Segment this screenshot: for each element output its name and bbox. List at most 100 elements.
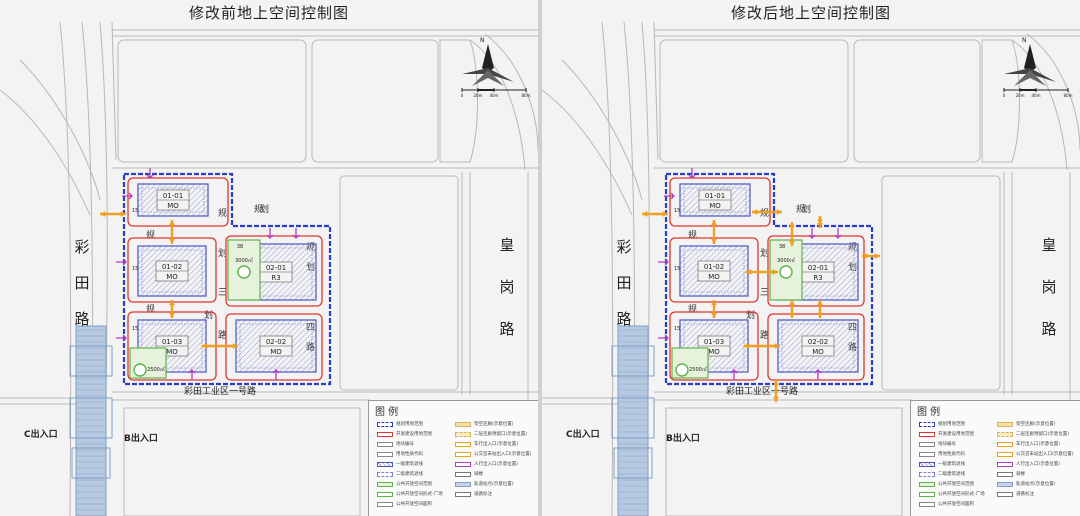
site-boundary-development	[127, 177, 229, 227]
road-label-guihua: 规	[796, 204, 805, 215]
legend-item: 地块编号	[377, 441, 414, 447]
north-arrow-icon	[472, 70, 504, 86]
parcel-use: MO	[708, 273, 720, 281]
pedestrian-entry-arrow	[292, 228, 300, 239]
legend-swatch	[997, 471, 1013, 477]
parcel-use: MO	[166, 273, 178, 281]
legend-item: 开发建设用地范围	[919, 431, 974, 437]
legend-item: 骑楼	[455, 471, 483, 477]
legend-item: 人行出入口(示意位置)	[997, 461, 1060, 467]
legend-label: 道路标注	[474, 492, 492, 497]
legend-item: 骑楼	[997, 471, 1025, 477]
legend-label: 开发建设用地范围	[938, 432, 974, 437]
skybridge-arrowhead	[120, 211, 126, 217]
legend-swatch	[377, 481, 393, 487]
road-label-caitian: 彩	[74, 238, 89, 256]
skybridge-arrowhead	[789, 240, 795, 246]
legend-item: 车行出入口(示意位置)	[455, 441, 518, 447]
skybridge-arrowhead	[711, 312, 717, 318]
legend-item: 公共开放空间形式-广场	[919, 491, 985, 497]
pedestrian-entry-arrow	[658, 258, 669, 266]
rail-corridor	[75, 325, 107, 516]
skybridge-arrowhead	[169, 312, 175, 318]
road-label-bottom: 彩田工业区一号路	[184, 385, 256, 397]
legend-swatch	[455, 451, 471, 457]
north-label: N	[1022, 37, 1027, 44]
open-space-area-label: 3000㎡	[777, 257, 795, 264]
block-outline	[339, 175, 459, 391]
legend-swatch	[455, 461, 471, 467]
pedestrian-entry-arrow	[188, 369, 196, 380]
parcel-use: MO	[167, 202, 179, 210]
skybridge-arrowhead	[789, 222, 795, 228]
road-label-caitian: 田	[74, 274, 89, 292]
pedestrian-entry-arrow	[272, 369, 280, 380]
legend-label: 车行出入口(示意位置)	[474, 442, 519, 447]
skybridge-arrowhead	[169, 300, 175, 306]
legend-swatch	[377, 491, 393, 497]
legend-label: 公交首末站出入口(示意位置)	[474, 452, 532, 457]
skybridge-arrowhead	[100, 211, 106, 217]
legend-item: 架空连廊(示意位置)	[997, 421, 1056, 427]
site-boundary-development	[225, 235, 323, 307]
legend-item: 地块编号	[919, 441, 956, 447]
road-label-huanggang: 皇	[499, 236, 514, 254]
skybridge-arrowhead	[169, 220, 175, 226]
site-boundary-planning	[664, 172, 874, 386]
legend-item: 开发建设用地范围	[377, 431, 432, 437]
road-label-guihua: 划	[802, 203, 811, 215]
rail-station	[69, 345, 113, 377]
road-label-caitian: 彩	[616, 238, 631, 256]
parcel-use: MO	[709, 202, 721, 210]
rail-corridor	[617, 325, 649, 516]
legend-label: 用地性质代码	[938, 452, 965, 457]
parcel-use: R3	[813, 274, 822, 282]
legend-label: 公共开放空间面积	[938, 502, 974, 507]
parcel-id: 01-02	[162, 263, 182, 271]
legend-swatch	[377, 501, 393, 507]
legend-label: 一级建筑退线	[938, 462, 965, 467]
legend-swatch	[919, 471, 935, 477]
legend-label: 架空连廊(示意位置)	[1016, 422, 1056, 427]
plaza-icon	[133, 363, 147, 377]
legend-item: 用地性质代码	[919, 451, 965, 457]
scale-label: 0	[1003, 93, 1006, 98]
skybridge-arrowhead	[874, 253, 880, 259]
legend-swatch	[455, 481, 471, 487]
road-edge	[484, 33, 538, 151]
scale-label: 40m	[490, 93, 499, 98]
block-outline	[659, 39, 849, 163]
legend-swatch	[919, 501, 935, 507]
legend-swatch	[997, 441, 1013, 447]
north-arrow-icon	[1014, 70, 1046, 86]
legend-item: 道路标注	[997, 491, 1034, 497]
pedestrian-entry-arrow	[658, 334, 669, 342]
setback-label: 38	[237, 244, 243, 250]
skybridge-arrowhead	[746, 269, 752, 275]
road-label-guihua: 划	[760, 247, 769, 259]
legend-label: 用地性质代码	[396, 452, 423, 457]
legend-label: 规划用地范围	[396, 422, 423, 427]
block-outline	[853, 39, 981, 163]
map-title-before: 修改前地上空间控制图	[188, 4, 349, 22]
legend-item: 人行出入口(示意位置)	[455, 461, 518, 467]
block-outline	[439, 39, 478, 163]
road-label-guihua: 路	[218, 329, 227, 341]
pedestrian-entry-arrow	[730, 369, 738, 380]
legend-item: 二级建筑退线	[377, 471, 423, 477]
open-space-area-label: 2500㎡	[689, 366, 707, 373]
road-label-guihua: 划	[204, 309, 213, 321]
rail-station	[71, 447, 111, 479]
skybridge-arrowhead	[776, 209, 782, 215]
skybridge-arrowhead	[169, 238, 175, 244]
road-edge	[19, 59, 101, 201]
legend-item: 道路标注	[455, 491, 492, 497]
scale-label: 40m	[1032, 93, 1041, 98]
parcel-setback-line	[683, 187, 747, 213]
parcel-id: 01-03	[162, 338, 182, 346]
pedestrian-entry-arrow	[266, 228, 274, 239]
skybridge-arrowhead	[232, 343, 238, 349]
legend-item: 架空连廊(示意位置)	[455, 421, 514, 427]
parcel-id: 01-02	[704, 263, 724, 271]
pedestrian-entry-arrow	[814, 369, 822, 380]
